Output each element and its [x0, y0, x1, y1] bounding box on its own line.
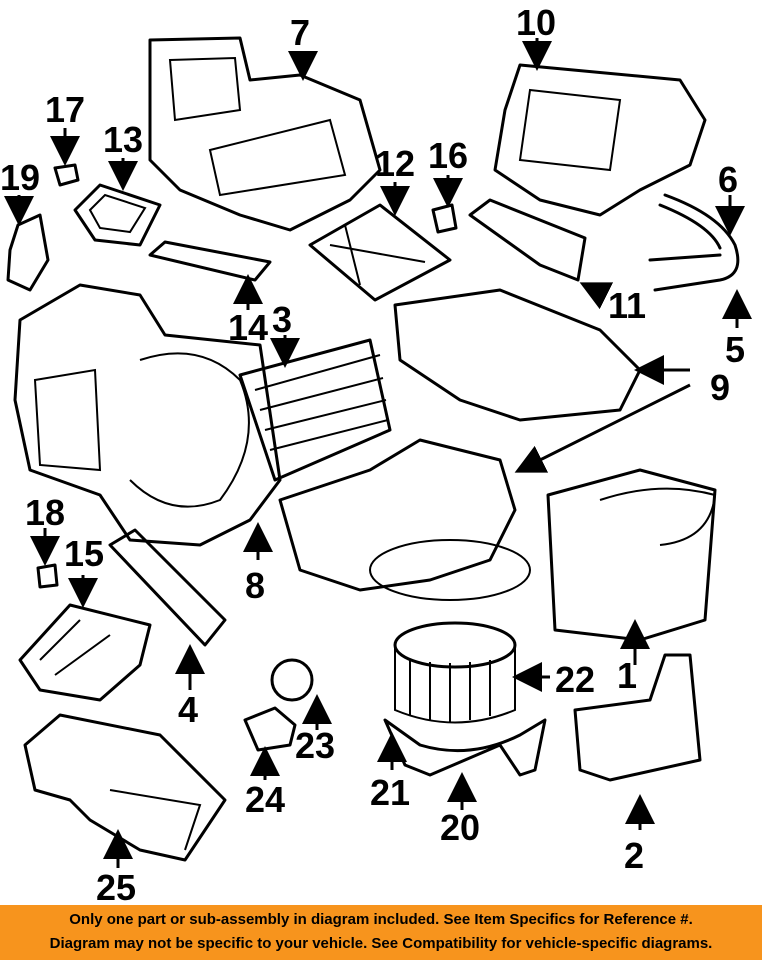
part-24-resistor — [243, 706, 297, 752]
callout-8: 8 — [245, 565, 265, 606]
callout-5: 5 — [725, 329, 745, 370]
part-12-filter — [308, 203, 452, 302]
part-14-door — [148, 240, 272, 282]
part-17-sensor — [53, 163, 80, 187]
part-3-heater-core — [238, 338, 392, 482]
callout-12: 12 — [375, 143, 415, 184]
callout-4: 4 — [178, 689, 198, 730]
part-7-upper-housing — [148, 36, 382, 232]
part-19-actuator — [6, 213, 50, 292]
callout-23: 23 — [295, 725, 335, 766]
main-housing — [13, 283, 282, 547]
disclaimer-line-2: Diagram may not be specific to your vehi… — [49, 935, 713, 952]
callout-24: 24 — [245, 779, 285, 820]
callout-6: 6 — [718, 159, 738, 200]
part-23-motor — [270, 658, 314, 702]
part-20-blower-motor — [383, 718, 547, 777]
disclaimer-line-1: Only one part or sub-assembly in diagram… — [69, 911, 693, 928]
part-25-duct — [23, 713, 227, 862]
part-8-lower-case — [278, 438, 531, 601]
callout-18: 18 — [25, 492, 65, 533]
part-6-5-hoses — [648, 193, 740, 292]
callout-16: 16 — [428, 135, 468, 176]
part-16-sensor — [431, 203, 458, 234]
callout-2: 2 — [624, 835, 644, 876]
leader-arrows — [4, 38, 752, 868]
part-2-cover — [573, 653, 702, 782]
callout-1: 1 — [617, 655, 637, 696]
hvac-parts-diagram: 1 2 3 4 5 6 7 8 9 10 11 12 13 14 15 16 1… — [0, 2, 752, 905]
callout-19: 19 — [0, 157, 40, 198]
part-13-seal — [73, 183, 162, 247]
part-10-case-section — [493, 63, 707, 217]
callout-22: 22 — [555, 659, 595, 700]
part-22-blower-wheel — [393, 621, 517, 724]
part-1-evaporator — [546, 468, 717, 642]
callout-14: 14 — [228, 307, 268, 348]
callout-13: 13 — [103, 119, 143, 160]
part-15-duct — [18, 603, 152, 702]
callout-20: 20 — [440, 807, 480, 848]
callout-9: 9 — [710, 367, 730, 408]
callout-25: 25 — [96, 867, 136, 905]
disclaimer-banner: Only one part or sub-assembly in diagram… — [0, 905, 762, 960]
callout-21: 21 — [370, 772, 410, 813]
callout-7: 7 — [290, 12, 310, 53]
callout-17: 17 — [45, 89, 85, 130]
callout-10: 10 — [516, 2, 556, 43]
part-18-sensor — [36, 563, 59, 589]
callout-3: 3 — [272, 299, 292, 340]
part-9-case — [393, 288, 642, 422]
part-4-door — [108, 528, 227, 647]
callout-11: 11 — [608, 285, 646, 326]
callout-15: 15 — [64, 533, 104, 574]
part-11-seal — [468, 198, 587, 282]
